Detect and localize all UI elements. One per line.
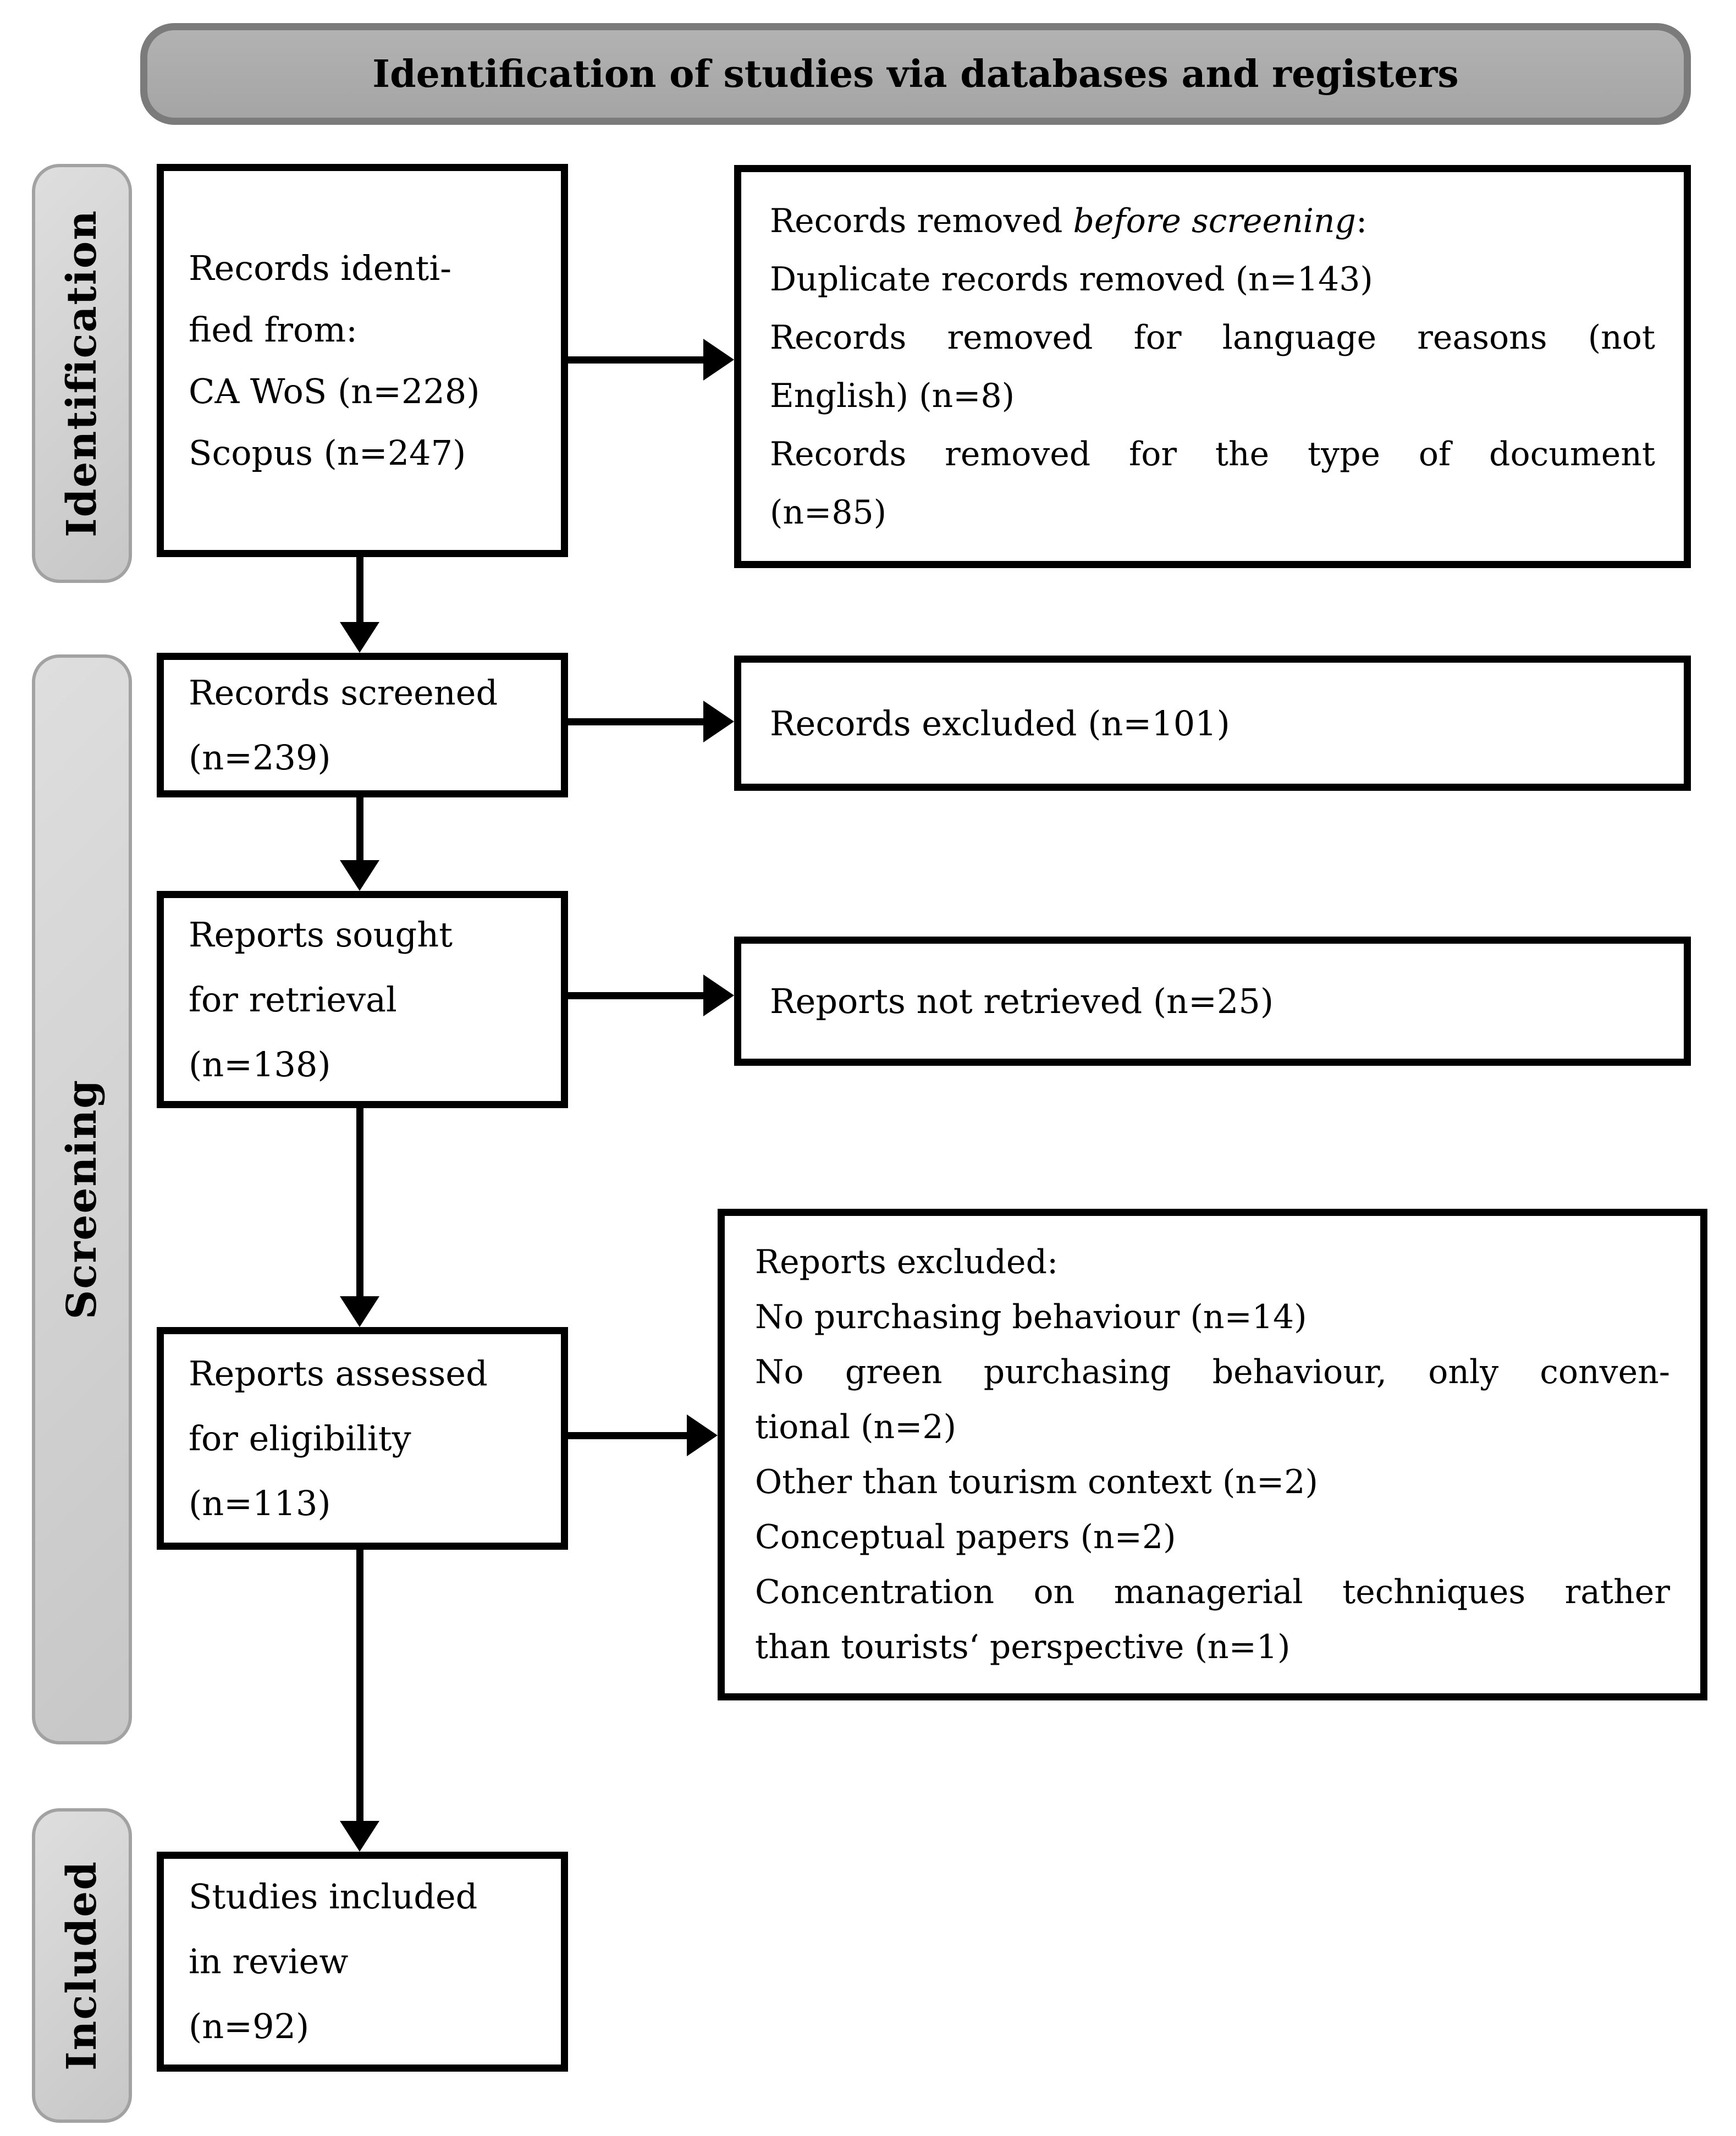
box-studies-included: Studies included in review (n=92) (157, 1852, 568, 2072)
arrow-sought-to-assessed-line (356, 1108, 363, 1298)
arrow-assessed-to-included-line (356, 1550, 363, 1823)
records-screened-line: (n=239) (189, 737, 331, 778)
box-reports-not-retrieved: Reports not retrieved (n=25) (734, 937, 1691, 1066)
records-identified-line: fied from: (189, 309, 358, 350)
stage-label-screening-text: Screening (58, 1079, 106, 1320)
reports-assessed-line: (n=113) (189, 1483, 331, 1523)
arrow-assessed-to-excluded-line (568, 1432, 688, 1439)
reports-sought-line: for retrieval (189, 979, 397, 1020)
records-removed-line: Records removed for the type of document (770, 434, 1655, 474)
studies-included-line: in review (189, 1941, 349, 1981)
arrow-assessed-to-excluded-head-icon (687, 1414, 718, 1456)
records-excluded-line: Records excluded (n=101) (770, 703, 1230, 744)
box-records-removed: Records removed before screening: Duplic… (734, 165, 1691, 568)
box-reports-excluded: Reports excluded: No purchasing behaviou… (718, 1209, 1707, 1700)
studies-included-line: (n=92) (189, 2006, 310, 2046)
reports-sought-line: Reports sought (189, 914, 453, 955)
header-title: Identification of studies via databases … (372, 52, 1459, 96)
box-records-screened: Records screened (n=239) (157, 653, 568, 797)
box-records-identified: Records identi- fied from: CA WoS (n=228… (157, 164, 568, 557)
reports-excluded-line: tional (n=2) (755, 1408, 957, 1446)
arrow-identified-to-removed-head-icon (703, 339, 734, 381)
stage-label-included-text: Included (58, 1860, 106, 2071)
arrow-sought-to-assessed-head-icon (340, 1296, 379, 1327)
arrow-identified-to-removed-line (568, 356, 706, 364)
records-identified-line: CA WoS (n=228) (189, 371, 480, 411)
studies-included-line: Studies included (189, 1876, 478, 1917)
records-removed-italic: before screening (1073, 201, 1356, 240)
reports-excluded-line: Reports excluded: (755, 1243, 1059, 1281)
records-screened-line: Records screened (189, 672, 498, 713)
records-removed-line: English) (n=8) (770, 376, 1015, 415)
stage-label-identification-text: Identification (58, 210, 106, 537)
reports-excluded-line: Conceptual papers (n=2) (755, 1518, 1176, 1556)
reports-excluded-line: Other than tourism context (n=2) (755, 1463, 1318, 1501)
records-removed-line: Records removed for language reasons (no… (770, 318, 1655, 357)
reports-excluded-line: No green purchasing behaviour, only conv… (755, 1353, 1670, 1391)
reports-assessed-line: Reports assessed (189, 1353, 488, 1394)
stage-label-screening: Screening (32, 654, 132, 1744)
box-reports-assessed: Reports assessed for eligibility (n=113) (157, 1327, 568, 1550)
records-removed-line: (n=85) (770, 493, 887, 532)
records-removed-suffix: : (1355, 201, 1368, 240)
reports-sought-line: (n=138) (189, 1044, 331, 1084)
records-removed-line: Duplicate records removed (n=143) (770, 260, 1373, 299)
box-records-excluded: Records excluded (n=101) (734, 656, 1691, 791)
records-identified-line: Records identi- (189, 247, 452, 288)
arrow-screened-to-excluded-line (568, 718, 706, 725)
reports-not-retrieved-line: Reports not retrieved (n=25) (770, 981, 1274, 1021)
reports-assessed-line: for eligibility (189, 1418, 411, 1458)
arrow-screened-to-excluded-head-icon (703, 701, 734, 742)
box-reports-sought: Reports sought for retrieval (n=138) (157, 891, 568, 1108)
arrow-screened-to-sought-line (356, 797, 363, 862)
records-identified-line: Scopus (n=247) (189, 432, 466, 473)
records-removed-line: Records removed before screening: (770, 192, 1655, 250)
records-removed-prefix: Records removed (770, 201, 1073, 240)
header-banner: Identification of studies via databases … (140, 23, 1691, 125)
arrow-screened-to-sought-head-icon (340, 860, 379, 891)
arrow-sought-to-notretrieved-line (568, 992, 706, 999)
stage-label-identification: Identification (32, 164, 132, 583)
stage-label-included: Included (32, 1808, 132, 2123)
arrow-sought-to-notretrieved-head-icon (703, 975, 734, 1016)
arrow-identified-to-screened-line (356, 557, 363, 624)
arrow-assessed-to-included-head-icon (340, 1821, 379, 1852)
reports-excluded-line: than tourists‘ perspective (n=1) (755, 1628, 1291, 1666)
reports-excluded-line: Concentration on managerial techniques r… (755, 1573, 1670, 1611)
arrow-identified-to-screened-head-icon (340, 622, 379, 653)
reports-excluded-line: No purchasing behaviour (n=14) (755, 1298, 1307, 1336)
